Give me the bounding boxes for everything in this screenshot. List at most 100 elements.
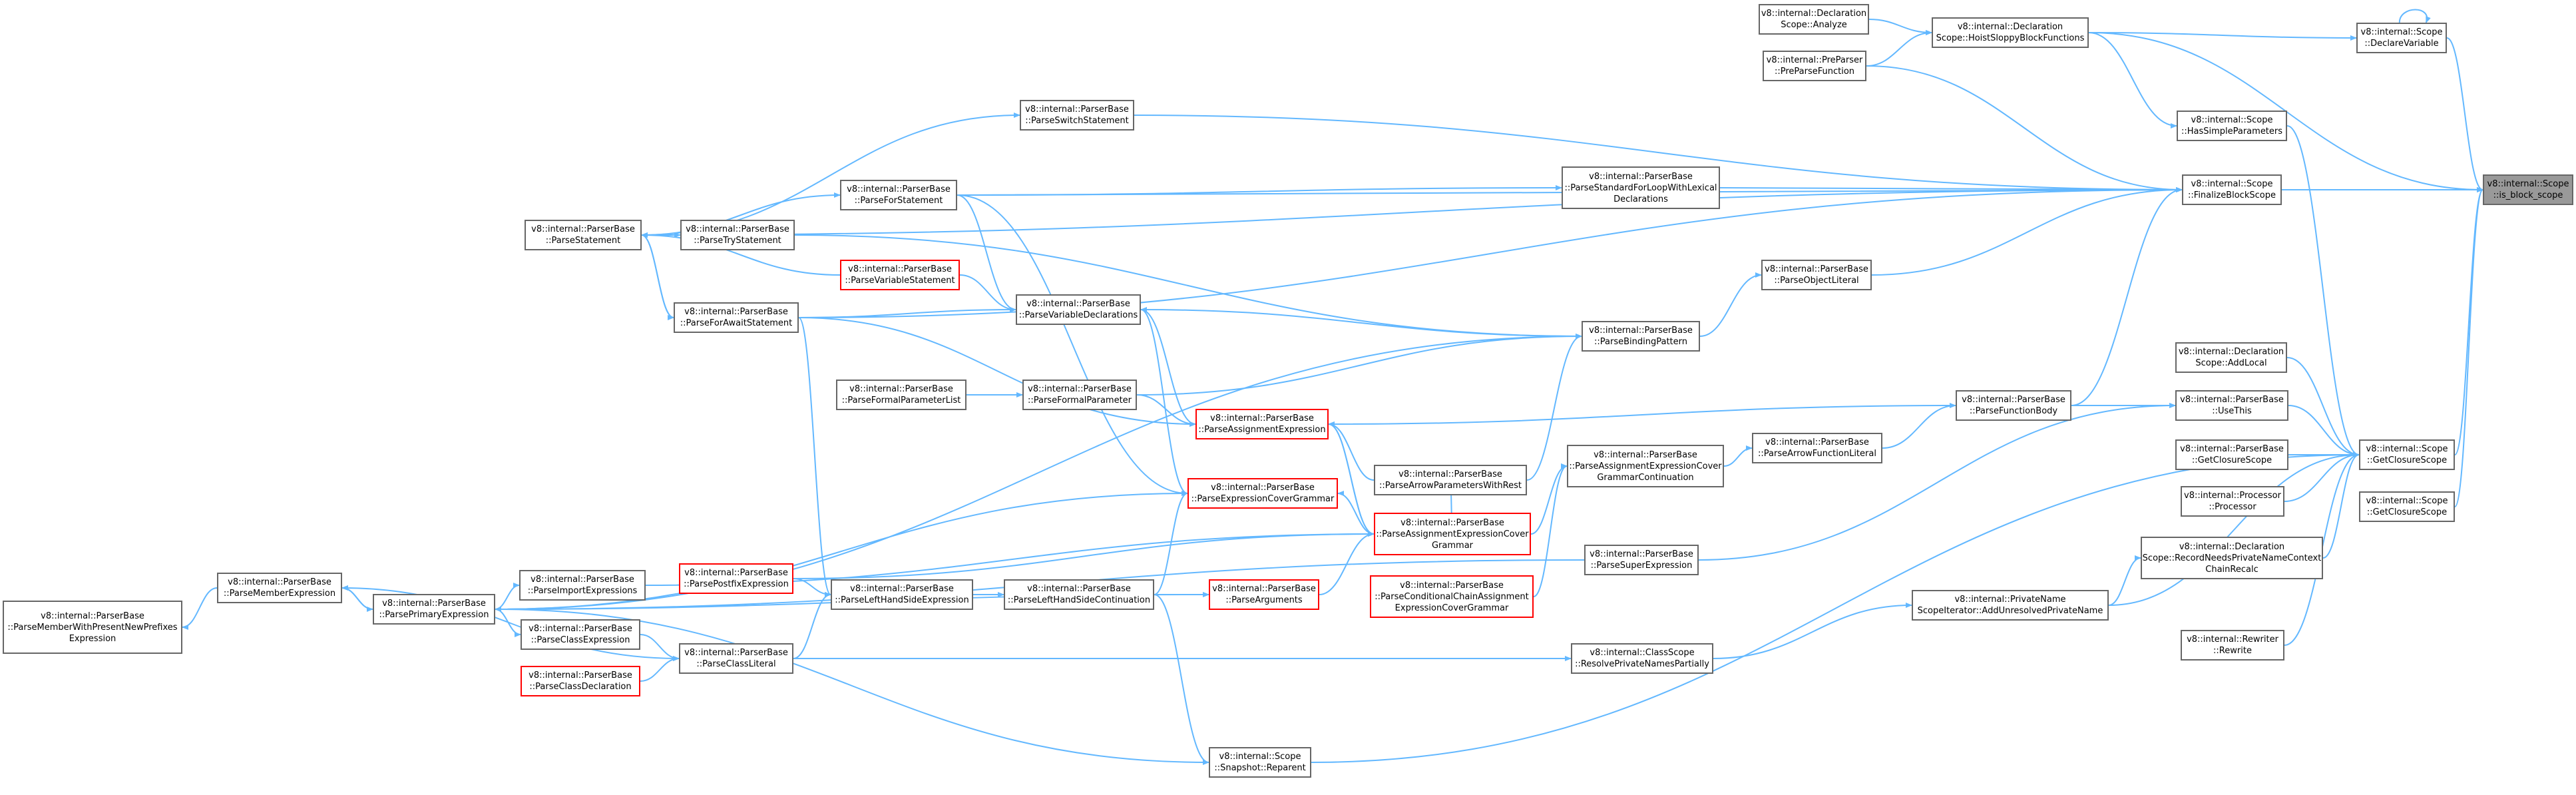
node-parse-member-with-present-new-prefixes[interactable]: v8::internal::ParserBase::ParseMemberWit… bbox=[3, 601, 182, 654]
edge-26 bbox=[1140, 309, 1196, 427]
edge-77 bbox=[2322, 452, 2360, 559]
node-declare-variable[interactable]: v8::internal::Scope::DeclareVariable bbox=[2356, 23, 2447, 53]
node-parse-function-body[interactable]: v8::internal::ParserBase::ParseFunctionB… bbox=[1956, 390, 2071, 421]
node-parse-class-declaration[interactable]: v8::internal::ParserBase::ParseClassDecl… bbox=[521, 666, 640, 696]
edge-85 bbox=[495, 607, 1209, 763]
edge-70 bbox=[1698, 403, 2176, 561]
node-parse-try-statement[interactable]: v8::internal::ParserBase::ParseTryStatem… bbox=[680, 220, 795, 250]
node-parse-for-statement[interactable]: v8::internal::ParserBase::ParseForStatem… bbox=[840, 180, 957, 210]
edge-49 bbox=[1140, 307, 1188, 494]
edge-41 bbox=[1723, 445, 1753, 467]
node-parserbase-get-closure-scope[interactable]: v8::internal::ParserBase::GetClosureScop… bbox=[2175, 439, 2288, 470]
node-parse-object-literal[interactable]: v8::internal::ParserBase::ParseObjectLit… bbox=[1761, 260, 1872, 290]
edge-0 bbox=[2446, 37, 2483, 192]
edge-81 bbox=[2454, 187, 2483, 455]
edge-59 bbox=[182, 587, 218, 630]
edge-66 bbox=[640, 656, 680, 682]
node-preparse-function[interactable]: v8::internal::PreParser::PreParseFunctio… bbox=[1763, 51, 1866, 81]
node-parse-arrow-function-literal[interactable]: v8::internal::ParserBase::ParseArrowFunc… bbox=[1752, 433, 1882, 463]
edge-9 bbox=[2286, 125, 2360, 457]
edge-43 bbox=[1328, 421, 1375, 481]
node-has-simple-parameters[interactable]: v8::internal::Scope::HasSimpleParameters bbox=[2177, 111, 2287, 141]
edge-4 bbox=[2088, 32, 2177, 129]
node-scope-get-closure-scope-1[interactable]: v8::internal::Scope::GetClosureScope bbox=[2359, 439, 2455, 470]
node-parse-arguments[interactable]: v8::internal::ParserBase::ParseArguments bbox=[1209, 579, 1319, 610]
node-rewriter-rewrite[interactable]: v8::internal::Rewriter::Rewrite bbox=[2181, 630, 2284, 661]
node-parse-super-expression[interactable]: v8::internal::ParserBase::ParseSuperExpr… bbox=[1584, 545, 1699, 575]
edge-44 bbox=[1530, 463, 1568, 535]
node-resolve-private-names-partially[interactable]: v8::internal::ClassScope::ResolvePrivate… bbox=[1571, 643, 1713, 674]
edge-69 bbox=[341, 585, 680, 659]
edge-7 bbox=[1866, 65, 2183, 192]
edge-72 bbox=[2288, 405, 2360, 457]
edge-32 bbox=[1871, 187, 2183, 276]
edge-56 bbox=[793, 531, 1375, 579]
edge-1 bbox=[2398, 9, 2431, 23]
edge-74 bbox=[2286, 357, 2360, 457]
edge-76 bbox=[2284, 452, 2360, 502]
node-parse-arrow-parameters-with-rest[interactable]: v8::internal::ParserBase::ParseArrowPara… bbox=[1374, 465, 1527, 495]
edge-79 bbox=[2108, 452, 2360, 606]
edge-42 bbox=[1526, 334, 1582, 481]
node-parse-formal-parameter[interactable]: v8::internal::ParserBase::ParseFormalPar… bbox=[1022, 380, 1137, 410]
edge-12 bbox=[641, 192, 841, 236]
edge-38 bbox=[2071, 187, 2183, 406]
node-parse-for-await-statement[interactable]: v8::internal::ParserBase::ParseForAwaitS… bbox=[674, 302, 799, 333]
node-parse-assignment-expression-cover-grammar-continuation[interactable]: v8::internal::ParserBase::ParseAssignmen… bbox=[1567, 445, 1724, 487]
node-parse-switch-statement[interactable]: v8::internal::ParserBase::ParseSwitchSta… bbox=[1020, 100, 1134, 131]
edge-10 bbox=[1134, 115, 2183, 192]
node-parse-assignment-expression-cover-grammar[interactable]: v8::internal::ParserBase::ParseAssignmen… bbox=[1374, 513, 1531, 555]
edge-51 bbox=[1154, 491, 1188, 595]
node-parse-import-expressions[interactable]: v8::internal::ParserBase::ParseImportExp… bbox=[519, 570, 646, 601]
edge-40 bbox=[1882, 403, 1956, 449]
node-parse-class-literal[interactable]: v8::internal::ParserBase::ParseClassLite… bbox=[679, 643, 793, 674]
edge-31 bbox=[798, 317, 1196, 427]
edge-11 bbox=[641, 113, 1020, 236]
edge-47 bbox=[1328, 421, 1375, 535]
node-parse-member-expression[interactable]: v8::internal::ParserBase::ParseMemberExp… bbox=[217, 573, 342, 603]
edge-84 bbox=[1311, 452, 2360, 763]
edge-5 bbox=[1868, 19, 1932, 35]
edge-19 bbox=[957, 194, 1188, 496]
node-scope-get-closure-scope-2[interactable]: v8::internal::Scope::GetClosureScope bbox=[2359, 491, 2455, 522]
edge-82 bbox=[2454, 187, 2483, 507]
edge-78 bbox=[2108, 555, 2141, 606]
node-parse-assignment-expression[interactable]: v8::internal::ParserBase::ParseAssignmen… bbox=[1195, 409, 1329, 439]
node-parse-variable-statement[interactable]: v8::internal::ParserBase::ParseVariableS… bbox=[840, 260, 960, 290]
node-processor-processor[interactable]: v8::internal::Processor::Processor bbox=[2181, 486, 2284, 517]
node-snapshot-reparent[interactable]: v8::internal::Scope::Snapshot::Reparent bbox=[1209, 747, 1311, 778]
edge-80 bbox=[1713, 603, 1912, 659]
edge-65 bbox=[640, 634, 680, 661]
node-parse-left-hand-side-expression[interactable]: v8::internal::ParserBase::ParseLeftHandS… bbox=[831, 579, 973, 610]
node-use-this[interactable]: v8::internal::ParserBase::UseThis bbox=[2175, 390, 2288, 421]
edge-23 bbox=[959, 274, 1016, 312]
node-parse-variable-declarations[interactable]: v8::internal::ParserBase::ParseVariableD… bbox=[1016, 294, 1141, 325]
node-is-block-scope[interactable]: v8::internal::Scope::is_block_scope bbox=[2483, 174, 2573, 205]
node-parse-class-expression[interactable]: v8::internal::ParserBase::ParseClassExpr… bbox=[521, 619, 640, 650]
node-parse-formal-parameter-list[interactable]: v8::internal::ParserBase::ParseFormalPar… bbox=[836, 380, 966, 410]
edge-35 bbox=[1136, 334, 1582, 396]
edge-17 bbox=[957, 185, 1562, 196]
node-parse-primary-expression[interactable]: v8::internal::ParserBase::ParsePrimaryEx… bbox=[373, 594, 495, 625]
edge-36 bbox=[1136, 394, 1196, 427]
edge-48 bbox=[1533, 463, 1568, 597]
edge-39 bbox=[1328, 405, 1956, 427]
edge-2 bbox=[2088, 32, 2357, 41]
node-parse-statement[interactable]: v8::internal::ParserBase::ParseStatement bbox=[525, 220, 642, 250]
node-parse-conditional-chain-assignment[interactable]: v8::internal::ParserBase::ParseCondition… bbox=[1370, 575, 1534, 618]
node-parse-left-hand-side-continuation[interactable]: v8::internal::ParserBase::ParseLeftHandS… bbox=[1004, 579, 1154, 610]
edge-61 bbox=[495, 583, 520, 610]
node-parse-standard-for-loop[interactable]: v8::internal::ParserBase::ParseStandardF… bbox=[1562, 166, 1720, 209]
edge-30 bbox=[798, 317, 831, 597]
node-parse-postfix-expression[interactable]: v8::internal::ParserBase::ParsePostfixEx… bbox=[679, 563, 793, 594]
node-parse-expression-cover-grammar[interactable]: v8::internal::ParserBase::ParseExpressio… bbox=[1187, 478, 1338, 509]
node-parse-binding-pattern[interactable]: v8::internal::ParserBase::ParseBindingPa… bbox=[1582, 321, 1700, 352]
node-finalize-block-scope[interactable]: v8::internal::Scope::FinalizeBlockScope bbox=[2182, 174, 2282, 205]
edge-15 bbox=[641, 187, 2183, 236]
